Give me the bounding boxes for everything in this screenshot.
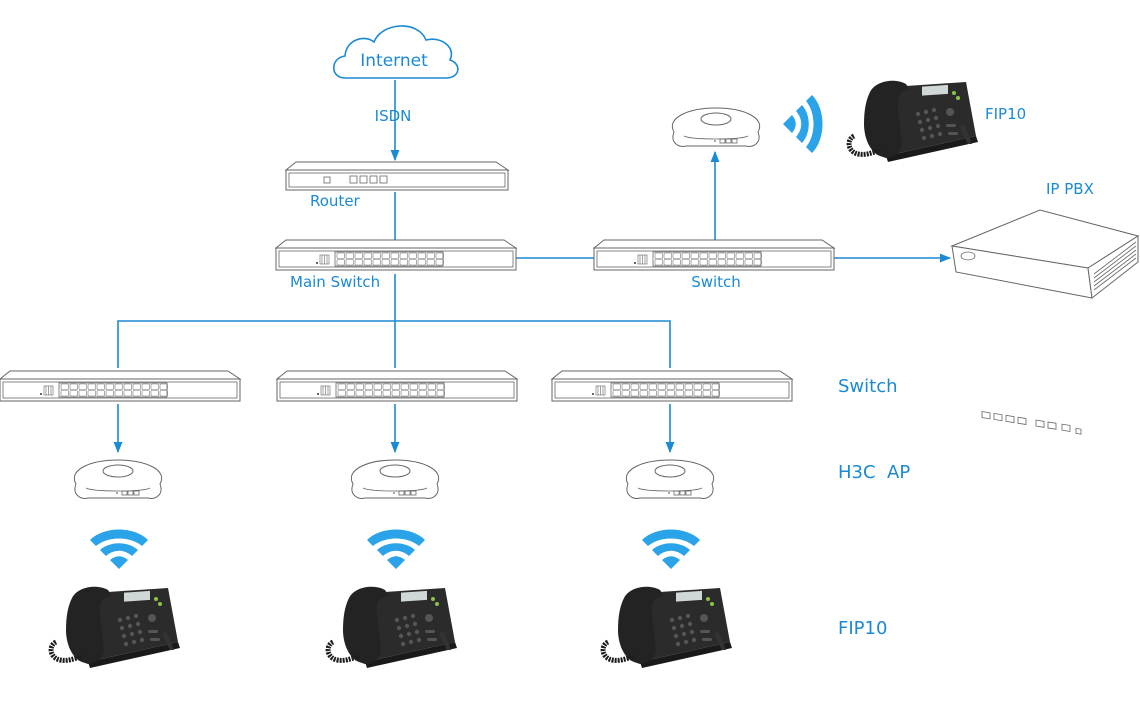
ip-phone-icon [328,587,457,668]
wifi-signal-icon [783,95,823,153]
ip-pbx-node: IP PBX [950,180,1140,435]
ip-pbx-label: IP PBX [1046,180,1094,198]
ip-phone-icon [849,81,978,162]
router-node: Router [284,161,510,210]
wifi-signal-icon [367,529,425,569]
branch-2 [276,370,518,668]
wifi-signal-icon [90,529,148,569]
right-switch-node: Switch [593,239,835,291]
access-point-icon [73,459,163,499]
ip-phone-icon [51,587,180,668]
main-switch-node: Main Switch [275,239,517,291]
access-point-icon [625,459,715,499]
wifi-signal-icon [642,529,700,569]
link-distribution-bus [117,320,671,368]
switch-icon [551,370,793,402]
router-label: Router [310,192,361,210]
pbx-icon [950,209,1140,435]
switch-icon [275,239,517,271]
top-phone-node: FIP10 [849,81,1026,162]
tier-label-phone: FIP10 [838,618,887,639]
isdn-label: ISDN [375,107,412,125]
internet-label: Internet [360,51,428,71]
top-ap-node [671,107,761,147]
access-point-icon [350,459,440,499]
switch-icon [0,370,241,402]
router-icon [284,161,510,191]
branch-1 [0,370,241,668]
cloud-icon [332,25,459,79]
right-switch-label: Switch [691,273,741,291]
tier-label-ap: H3C AP [838,462,910,483]
tier-label-switch: Switch [838,376,898,397]
main-switch-label: Main Switch [290,273,380,291]
switch-icon [276,370,518,402]
ip-phone-icon [603,587,732,668]
internet-node: Internet [332,25,459,79]
branch-3 [551,370,793,668]
access-point-icon [671,107,761,147]
top-phone-label: FIP10 [985,105,1026,123]
switch-icon [593,239,835,271]
links [113,80,952,454]
